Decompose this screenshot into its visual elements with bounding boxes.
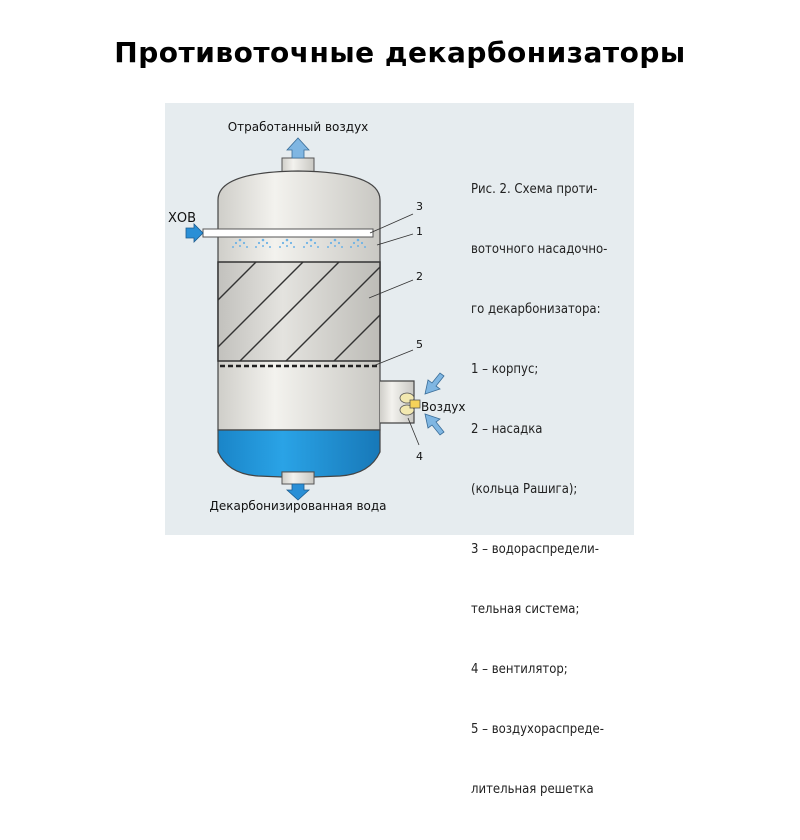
hov-label: ХОВ [168,211,196,226]
caption-line: (кольца Рашига); [471,482,578,497]
caption-line: воточного насадочно- [471,242,608,257]
air-label: Воздух [421,400,465,414]
inlet-arrow-icon [185,223,204,243]
caption-line: 2 – насадка [471,422,543,437]
callout-5: 5 [416,338,423,351]
callout-2: 2 [416,270,423,283]
caption-line: тельная система; [471,602,580,617]
caption-line: Рис. 2. Схема проти- [471,182,598,197]
caption-line: 3 – водораспредели- [471,542,599,557]
caption-line: го декарбонизатора: [471,302,601,317]
water-distribution-pipe [202,228,374,238]
slide-title: Противоточные декарбонизаторы [114,36,686,69]
caption-line: 1 – корпус; [471,362,539,377]
spray-nozzles [232,238,366,248]
exhaust-air-label: Отработанный воздух [228,120,369,134]
caption-line: 5 – воздухораспреде- [471,722,604,737]
caption-line: лительная решетка [471,782,594,797]
callout-4: 4 [416,450,423,463]
callout-3: 3 [416,200,423,213]
caption-line: 4 – вентилятор; [471,662,568,677]
water-level [217,429,381,478]
exhaust-arrow-icon [286,137,310,159]
figure-caption: Рис. 2. Схема проти- воточного насадочно… [471,140,607,840]
fan-icon [399,392,421,416]
diagram-figure: Отработанный воздух ХОВ Декарбонизирован… [165,103,634,797]
air-arrow-upper-icon [424,372,445,395]
top-nozzle [281,157,315,173]
decarbonizer-diagram: Отработанный воздух ХОВ Декарбонизирован… [168,120,465,513]
packing-hatch [217,261,381,362]
outlet-arrow-icon [285,483,311,501]
packing-rings [217,261,381,362]
bottom-nozzle [281,471,315,485]
decarbonized-water-label: Декарбонизированная вода [209,499,386,513]
callout-1: 1 [416,225,423,238]
air-arrow-lower-icon [424,413,445,436]
